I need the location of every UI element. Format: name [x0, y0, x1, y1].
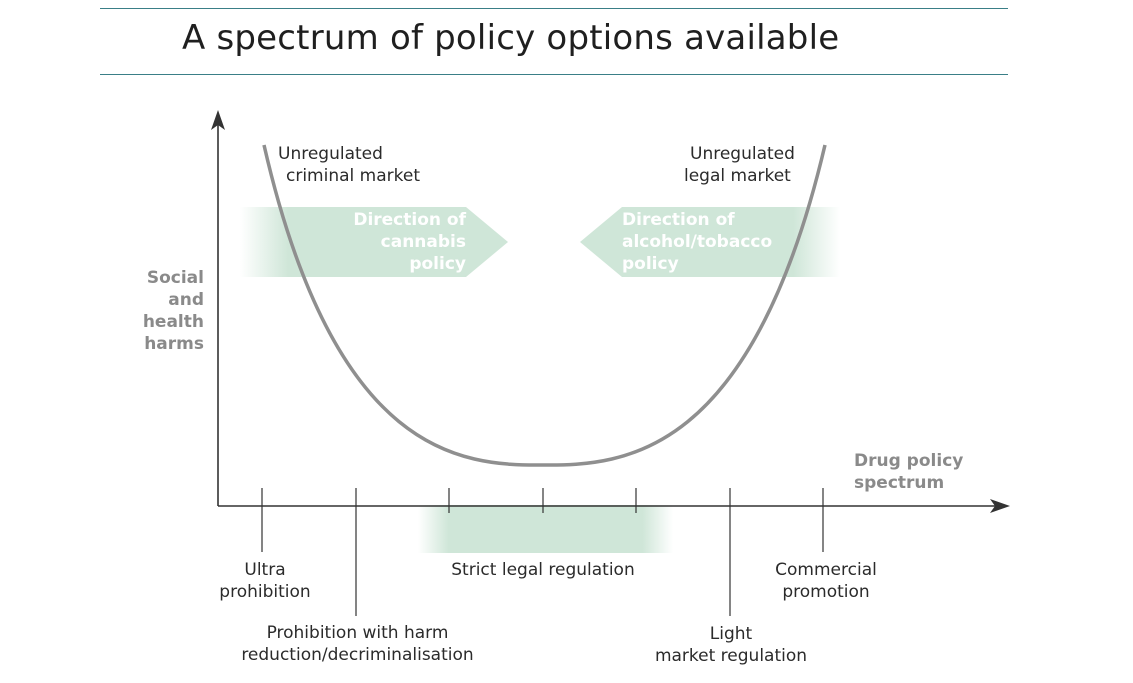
harms-curve	[262, 144, 827, 467]
alcohol-tobacco-direction-text: Direction of alcohol/tobacco policy	[622, 210, 773, 274]
label-ultra-prohibition: Ultra prohibition	[219, 560, 311, 602]
x-axis-arrowhead	[990, 499, 1010, 513]
top-rule	[100, 8, 1008, 9]
y-axis-label: Social and health harms	[142, 268, 204, 354]
label-light-market-regulation: Light market regulation	[654, 624, 808, 666]
title-rule	[100, 74, 1008, 75]
label-unregulated-legal-market: Unregulated legal market	[684, 144, 795, 186]
strict-regulation-band	[418, 505, 673, 553]
page-title: A spectrum of policy options available	[182, 18, 840, 58]
label-strict-legal-regulation: Strict legal regulation	[451, 560, 635, 580]
label-harm-reduction: Prohibition with harm reduction/decrimin…	[241, 623, 474, 665]
alcohol-tobacco-direction-arrow	[580, 207, 840, 277]
x-axis-label: Drug policy spectrum	[854, 451, 964, 493]
label-commercial-promotion: Commercial promotion	[775, 560, 877, 602]
label-unregulated-criminal-market: Unregulated criminal market	[278, 144, 420, 186]
cannabis-direction-arrow	[240, 207, 508, 277]
y-axis-arrowhead	[211, 110, 225, 130]
cannabis-direction-text: Direction of cannabis policy	[353, 210, 466, 274]
